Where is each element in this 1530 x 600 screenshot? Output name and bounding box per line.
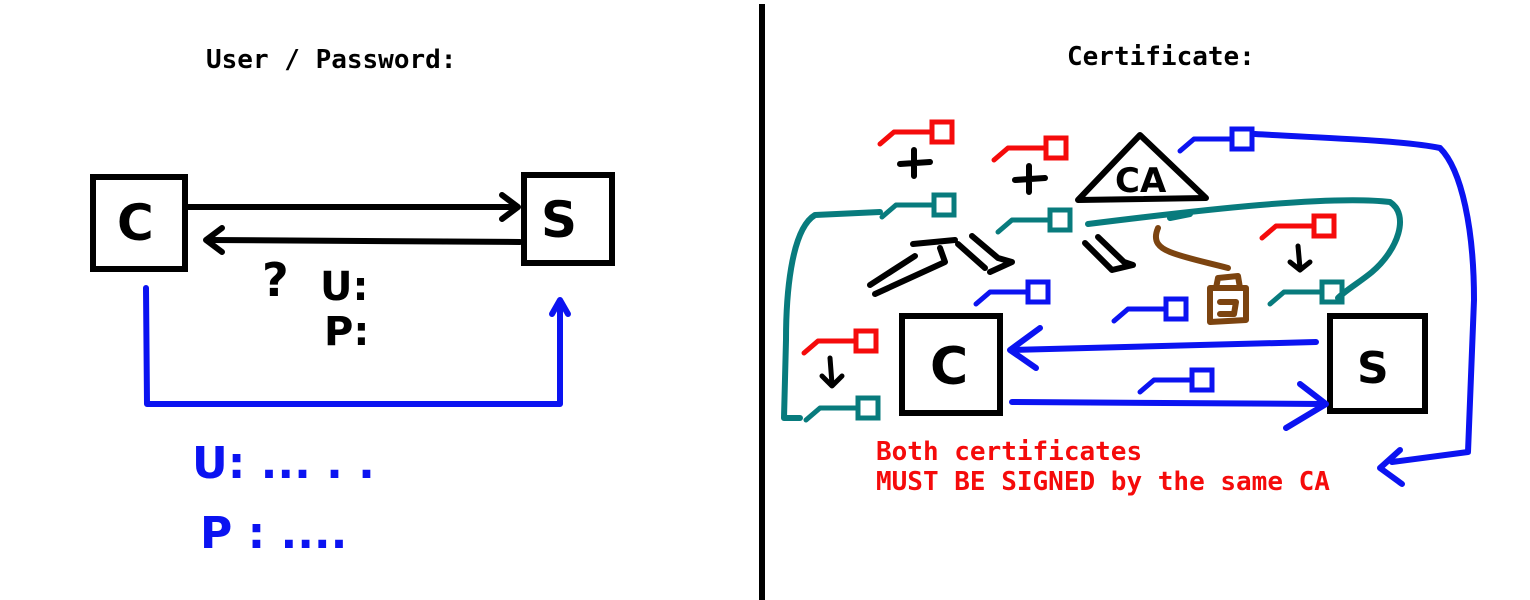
client-label: C (117, 194, 154, 252)
blue-key-c-top-icon (976, 282, 1048, 304)
blue-key-mid-icon (1114, 299, 1186, 321)
prompt-user: U: (320, 264, 368, 310)
red-key-c-icon (804, 331, 876, 353)
teal-distribution-path (781, 197, 1403, 421)
credential-user: U: ... . . (192, 438, 375, 489)
plus-icon-2 (1012, 163, 1048, 195)
sign-arrows (867, 233, 1136, 297)
note-line-2: MUST BE SIGNED by the same CA (876, 467, 1330, 497)
teal-key-c-icon (806, 398, 878, 420)
ca-label: CA (1115, 161, 1167, 201)
left-panel: User / Password: C S ? U: P: U: ... . . … (90, 45, 615, 559)
lock-icon (1152, 225, 1249, 325)
cert-client-label: C (930, 337, 968, 397)
blue-key-bottom-icon (1140, 370, 1212, 392)
down-arrow-c-icon (819, 355, 845, 389)
right-panel: Certificate: CA (781, 42, 1477, 497)
credential-path (143, 285, 571, 407)
cert-client-box (899, 313, 1003, 416)
down-arrow-s-icon (1287, 243, 1313, 273)
challenge-arrow (203, 225, 523, 255)
note-line-1: Both certificates (876, 437, 1142, 467)
teal-key-1-icon (882, 195, 954, 217)
ca-triangle: CA (1075, 132, 1209, 203)
client-to-server-arrow (1009, 381, 1329, 431)
prompt-pass: P: (324, 309, 369, 355)
credential-pass: P : .... (200, 508, 347, 559)
server-label: S (541, 191, 577, 249)
request-arrow (185, 192, 521, 222)
client-box (90, 174, 188, 272)
right-title: Certificate: (1067, 42, 1255, 72)
question-mark: ? (262, 253, 289, 307)
plus-icon-1 (897, 147, 933, 179)
left-title: User / Password: (206, 45, 456, 75)
server-box (521, 172, 615, 266)
teal-key-2-icon (998, 210, 1070, 232)
cert-server-box (1327, 313, 1428, 414)
teal-key-s-icon (1270, 282, 1342, 304)
red-key-s-icon (1262, 216, 1334, 238)
red-key-2-icon (994, 138, 1066, 160)
server-to-client-arrow (1007, 325, 1319, 371)
blue-key-top-icon (1180, 129, 1252, 151)
red-key-1-icon (880, 122, 952, 144)
blue-return-path (1252, 131, 1477, 487)
cert-server-label: S (1357, 343, 1389, 394)
